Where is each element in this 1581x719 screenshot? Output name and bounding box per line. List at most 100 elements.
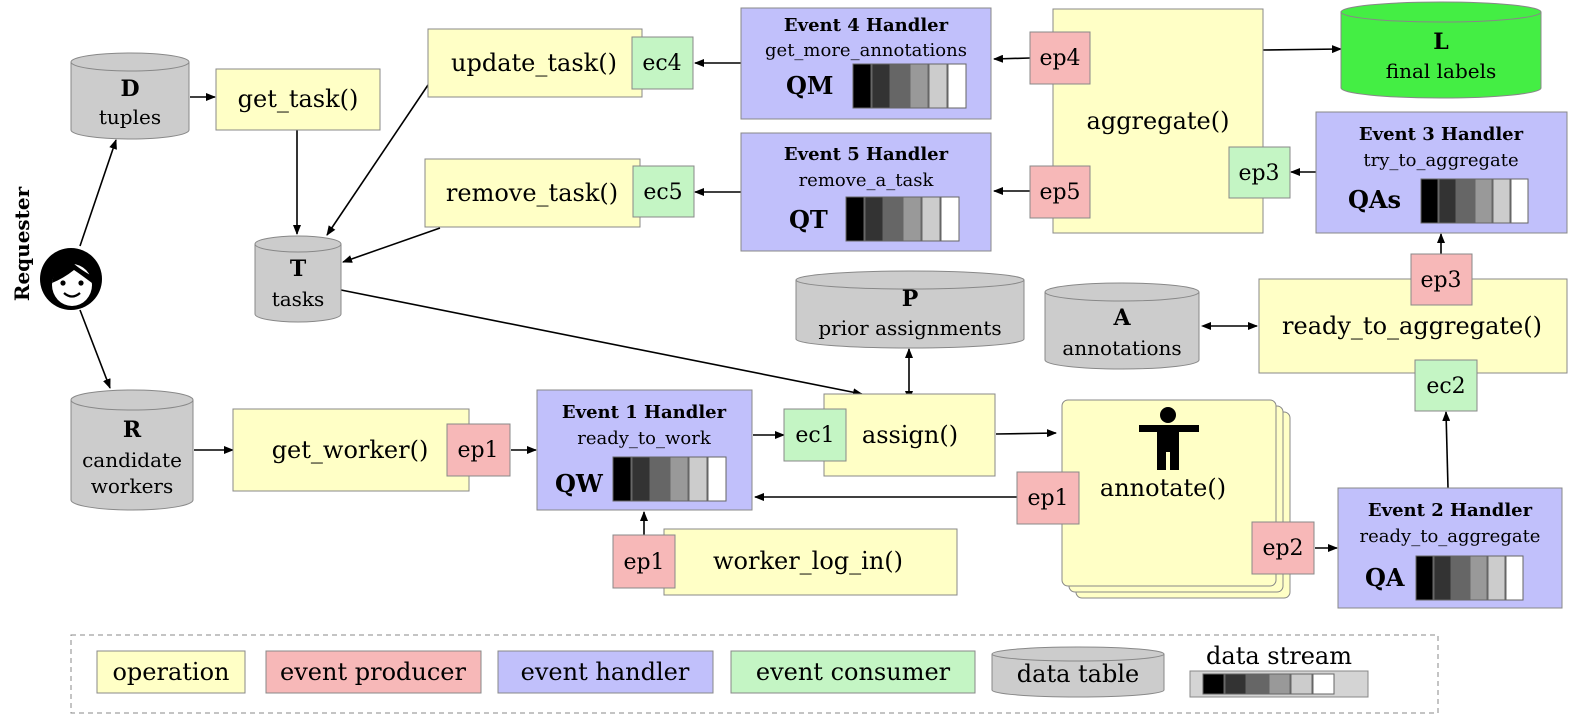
table-p-letter: P <box>902 286 919 312</box>
consumer-ec4-label: ec4 <box>642 51 681 76</box>
legend: operation event producer event handler e… <box>70 634 1439 714</box>
table-d-label: tuples <box>99 105 161 129</box>
queue-qa-stream <box>1415 555 1524 601</box>
handler-3-queue: QAs <box>1348 185 1401 214</box>
handler-1-name: ready_to_work <box>577 428 712 449</box>
table-l: L final labels <box>1340 1 1542 99</box>
handler-3-title: Event 3 Handler <box>1359 124 1524 145</box>
consumer-ec1: ec1 <box>783 408 847 462</box>
stream-cell <box>1290 673 1313 695</box>
person-icon <box>1139 407 1199 470</box>
stream-cell <box>864 196 884 242</box>
consumer-ep3-aggregate-label: ep3 <box>1238 161 1279 186</box>
stream-cell <box>650 456 670 502</box>
op-ready-to-aggregate-label: ready_to_aggregate() <box>1282 312 1542 340</box>
handler-3-name: try_to_aggregate <box>1363 150 1518 171</box>
table-p-label: prior assignments <box>818 316 1001 340</box>
stream-cell <box>1469 555 1488 601</box>
producer-ep1-annotate-label: ep1 <box>1027 486 1068 511</box>
producer-ep2: ep2 <box>1251 521 1315 575</box>
op-remove-task: remove_task() <box>424 158 641 228</box>
handler-4-queue: QM <box>786 71 833 100</box>
handler-4-name: get_more_annotations <box>765 40 967 61</box>
stream-cell <box>1451 555 1470 601</box>
requester-actor: Requester <box>10 186 102 310</box>
producer-ep1-get-worker-label: ep1 <box>457 438 498 463</box>
op-get-worker-label: get_worker() <box>272 436 429 464</box>
legend-event-handler: event handler <box>497 650 714 694</box>
handler-event-4: Event 4 Handler get_more_annotations QM <box>740 7 992 120</box>
stream-cell <box>871 63 891 109</box>
stream-cell <box>612 456 632 502</box>
stream-cell <box>1246 673 1269 695</box>
stream-cell <box>1474 178 1493 224</box>
legend-operation-label: operation <box>112 658 229 686</box>
producer-ep1-worker-log-in: ep1 <box>612 534 676 589</box>
producer-ep1-worker-log-in-label: ep1 <box>623 550 664 575</box>
connectors <box>79 45 1451 552</box>
consumer-ec2-label: ec2 <box>1426 374 1465 399</box>
woman-face-icon <box>40 248 102 310</box>
op-worker-log-in-label: worker_log_in() <box>713 547 903 575</box>
requester-label: Requester <box>10 186 34 301</box>
producer-ep3: ep3 <box>1410 253 1473 306</box>
stream-cell <box>1268 673 1291 695</box>
table-r: R candidate workers <box>70 389 194 511</box>
queue-qt-stream <box>845 196 960 242</box>
stream-cell <box>1510 178 1529 224</box>
stream-cell <box>1415 555 1434 601</box>
stream-cell <box>688 456 708 502</box>
table-p: P prior assignments <box>795 270 1025 349</box>
legend-stream <box>1202 673 1335 695</box>
op-update-task-label: update_task() <box>451 49 617 77</box>
consumer-ec2: ec2 <box>1414 359 1478 412</box>
legend-event-consumer: event consumer <box>730 650 976 694</box>
handler-2-queue: QA <box>1365 563 1405 592</box>
op-annotate-label: annotate() <box>1100 474 1226 502</box>
stream-cell <box>669 456 689 502</box>
op-get-task: get_task() <box>215 68 381 131</box>
table-t: T tasks <box>254 235 342 323</box>
stream-cell <box>1202 673 1225 695</box>
consumer-ep3-aggregate: ep3 <box>1228 146 1291 199</box>
stream-cell <box>852 63 872 109</box>
producer-ep3-label: ep3 <box>1420 268 1461 293</box>
stream-cell <box>1312 673 1335 695</box>
handler-event-2: Event 2 Handler ready_to_aggregate QA <box>1337 487 1563 609</box>
consumer-ec4: ec4 <box>631 36 694 90</box>
producer-ep1-annotate: ep1 <box>1016 471 1080 525</box>
stream-cell <box>928 63 948 109</box>
stream-cell <box>883 196 903 242</box>
stream-cell <box>1420 178 1439 224</box>
stream-cell <box>902 196 922 242</box>
legend-event-producer: event producer <box>265 650 482 694</box>
handler-event-5: Event 5 Handler remove_a_task QT <box>740 132 992 252</box>
stream-cell <box>1505 555 1524 601</box>
table-l-label: final labels <box>1386 59 1497 83</box>
op-get-task-label: get_task() <box>238 85 359 113</box>
queue-qas-stream <box>1420 178 1529 224</box>
table-r-label-line1: candidate <box>82 448 182 472</box>
stream-cell <box>1492 178 1511 224</box>
stream-cell <box>845 196 865 242</box>
handler-2-title: Event 2 Handler <box>1368 500 1533 521</box>
handler-5-name: remove_a_task <box>799 170 935 191</box>
consumer-ec5: ec5 <box>632 165 695 218</box>
stream-cell <box>631 456 651 502</box>
table-l-letter: L <box>1433 29 1448 55</box>
queue-qm-stream <box>852 63 967 109</box>
stream-cell <box>1438 178 1457 224</box>
op-remove-task-label: remove_task() <box>446 179 618 207</box>
op-worker-log-in: worker_log_in() <box>663 528 958 596</box>
legend-data-stream-label: data stream <box>1206 642 1352 670</box>
op-assign-label: assign() <box>862 421 958 449</box>
op-annotate: annotate() <box>1061 399 1291 599</box>
table-d: D tuples <box>70 52 190 140</box>
stream-cell <box>1224 673 1247 695</box>
consumer-ec1-label: ec1 <box>795 423 834 448</box>
table-t-label: tasks <box>272 287 325 311</box>
consumer-ec5-label: ec5 <box>643 180 682 205</box>
op-assign: assign() <box>823 393 996 477</box>
producer-ep4-label: ep4 <box>1039 46 1080 71</box>
legend-data-table: data table <box>991 646 1165 698</box>
